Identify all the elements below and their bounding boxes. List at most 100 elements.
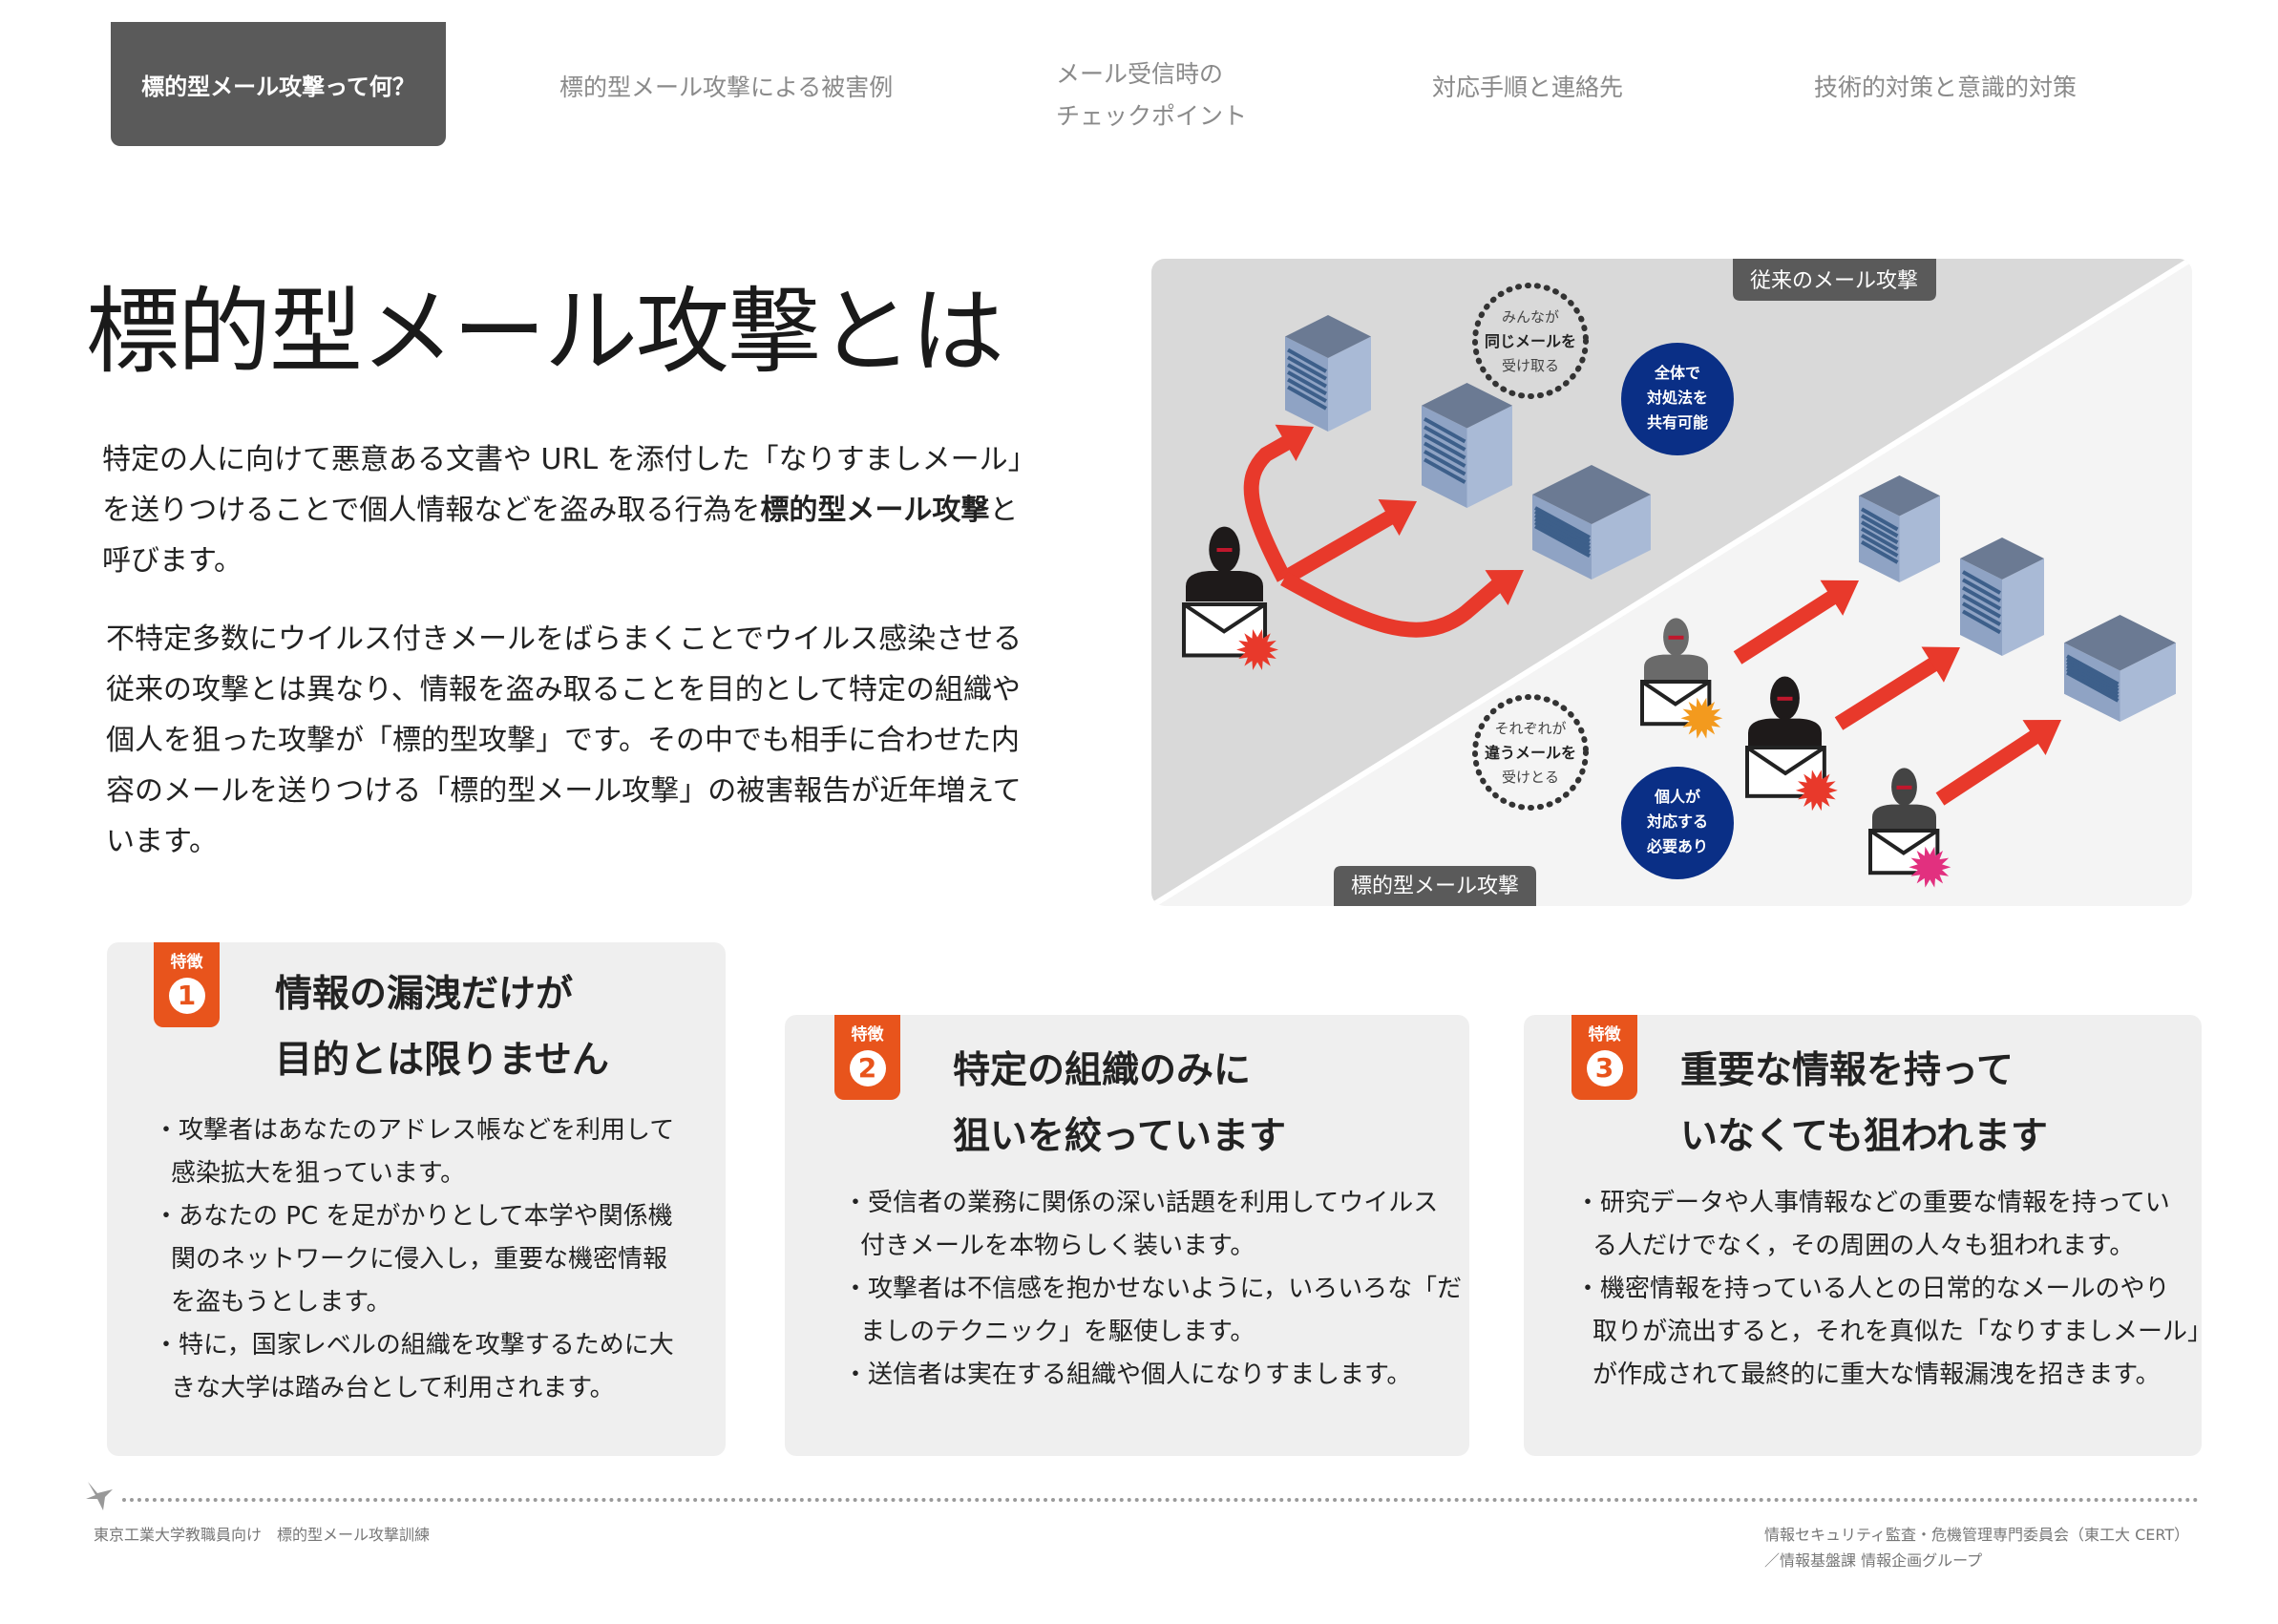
nav-tab-damage-examples[interactable]: 標的型メール攻撃による被害例 — [559, 74, 894, 101]
blue-circle — [1621, 343, 1734, 455]
building-window-stripe — [1424, 450, 1466, 476]
attacker-body — [1748, 718, 1822, 748]
arrow-head — [1485, 570, 1524, 605]
building-window-stripe — [1534, 513, 1591, 547]
badge-number: 2 — [849, 1050, 886, 1086]
nav-tab-checkpoints-line2: チェックポイント — [1056, 102, 1248, 130]
feature-title-line: 狙いを絞っています — [953, 1115, 1287, 1158]
circle-text: 対応する — [1646, 812, 1708, 831]
bullet-line: ・攻撃者は不信感を抱かせないように，いろいろな「だ — [843, 1275, 1463, 1303]
bullet-line: 関のネットワークに侵入し，重要な機密情報 — [171, 1245, 668, 1274]
building-window-stripe — [1287, 385, 1327, 411]
building-window-stripe — [2066, 667, 2120, 700]
nav-tab-countermeasures[interactable]: 技術的対策と意識的対策 — [1814, 74, 2078, 101]
building-side — [2002, 559, 2044, 656]
nav-tab-checkpoints[interactable]: メール受信時のチェックポイント — [1056, 53, 1247, 137]
text-line: 呼びます。 — [102, 536, 1037, 586]
building-roof — [1422, 383, 1512, 429]
text-line: 従来の攻撃とは異なり、情報を盗み取ることを目的として特定の組織や — [106, 673, 1021, 707]
building-window-stripe — [1534, 506, 1591, 539]
attacker-body — [1644, 654, 1708, 680]
text: 呼びます。 — [102, 544, 243, 578]
building-window-stripe — [1287, 348, 1327, 373]
footer-right-line2: ／情報基盤課 情報企画グループ — [1764, 1551, 1983, 1570]
bullet-line: ・機密情報を持っている人との日常的なメールのやり — [1575, 1275, 2170, 1303]
arrow-line — [1243, 432, 1298, 582]
dotted-bubble — [1472, 283, 1589, 399]
building-window-stripe — [1424, 457, 1466, 484]
bullet-line: を盗もうとします。 — [171, 1288, 391, 1317]
bullet-line: 感染拡大を狙っています。 — [171, 1159, 466, 1188]
building-window-stripe — [2066, 670, 2120, 703]
virus-icon — [1680, 697, 1723, 739]
footer-left: 東京工業大学教職員向け 標的型メール攻撃訓練 — [94, 1526, 431, 1544]
bullet-item: ・研究データや人事情報などの重要な情報を持っている人だけでなく，その周囲の人々も… — [1575, 1182, 2212, 1268]
building-window-stripe — [1962, 601, 2001, 626]
building-window-stripe — [1861, 527, 1899, 551]
attacker-body — [1186, 571, 1263, 601]
building-side — [1466, 405, 1512, 508]
text-line: います。 — [106, 825, 218, 858]
virus-icon — [1795, 770, 1838, 812]
feature-title-line: 重要な情報を持って — [1680, 1049, 2014, 1092]
building-roof — [1960, 538, 2044, 580]
bullet-item: ・受信者の業務に関係の深い話題を利用してウイルス付きメールを本物らしく装います。 — [843, 1182, 1462, 1268]
circle-text: 個人が — [1654, 788, 1700, 806]
bubble-text: 受けとる — [1502, 769, 1559, 786]
tag-targeted-bg — [1334, 866, 1536, 906]
envelope-flap — [1182, 602, 1267, 634]
nav-tab-response[interactable]: 対応手順と連絡先 — [1432, 74, 1624, 101]
building-window-stripe — [1534, 517, 1591, 551]
arrow-head — [1921, 646, 1960, 683]
building-window-stripe — [1424, 425, 1466, 452]
text-line: 不特定多数にウイルス付きメールをばらまくことでウイルス感染させる — [106, 622, 1023, 656]
bullet-line: 付きメールを本物らしく装います。 — [860, 1232, 1255, 1260]
building-window-stripe — [1861, 534, 1899, 558]
building-window-stripe — [1424, 433, 1466, 460]
building-side — [1592, 495, 1651, 580]
feature-bullets: ・研究データや人事情報などの重要な情報を持っている人だけでなく，その周囲の人々も… — [1575, 1182, 2212, 1397]
bubble-text: 同じメールを — [1485, 332, 1576, 350]
building-window-stripe — [1962, 594, 2001, 619]
virus-icon — [1236, 629, 1279, 670]
building-window-stripe — [1861, 507, 1899, 532]
bullet-item: ・特に，国家レベルの組織を攻撃するために大きな大学は踏み台として利用されます。 — [154, 1324, 674, 1410]
feature-bullets: ・攻撃者はあなたのアドレス帳などを利用して感染拡大を狙っています。・あなたの P… — [154, 1109, 674, 1410]
virus-icon — [1909, 846, 1951, 888]
building-window-stripe — [1861, 520, 1899, 545]
bubble-text: 受け取る — [1502, 357, 1559, 374]
arrow-line — [1733, 587, 1843, 664]
envelope-flap — [1745, 746, 1825, 776]
attacker-body — [1872, 804, 1936, 830]
badge-label: 特徴 — [170, 953, 203, 972]
bullet-line: が作成されて最終的に重大な情報漏洩を招きます。 — [1592, 1360, 2161, 1389]
feature-title: 特定の組織のみに狙いを絞っています — [953, 1038, 1286, 1170]
attacker-eyes — [1777, 696, 1793, 701]
feature-title: 重要な情報を持っていなくても狙われます — [1680, 1038, 2048, 1170]
text-line: 個人を狙った攻撃が「標的型攻撃」です。その中でも相手に合わせた内 — [106, 724, 1020, 757]
building-window-stripe — [1287, 355, 1327, 381]
nav-tab-what-is[interactable]: 標的型メール攻撃って何？ — [111, 22, 446, 146]
building-roof — [2064, 615, 2176, 671]
arrow-line — [1935, 727, 2045, 806]
building-roof — [1859, 475, 1940, 517]
feature-title-line: 目的とは限りません — [275, 1039, 609, 1082]
dotted-bubble — [1472, 694, 1589, 811]
bird-logo-icon — [86, 1482, 113, 1510]
feature-title-line: 情報の漏洩だけが — [275, 973, 574, 1016]
divider — [1151, 259, 2192, 906]
page-title: 標的型メール攻撃とは — [86, 278, 1004, 387]
bullet-item: ・機密情報を持っている人との日常的なメールのやり取りが流出すると，それを真似た「… — [1575, 1268, 2212, 1397]
footer-right-line1: 情報セキュリティ監査・危機管理専門委員会（東工大 CERT） — [1764, 1526, 2190, 1544]
bullet-line: る人だけでなく，その周囲の人々も狙われます。 — [1592, 1232, 2135, 1260]
building-side — [1328, 336, 1371, 432]
text-line: を送りつけることで個人情報などを盗み取る行為を標的型メール攻撃と — [102, 485, 1037, 536]
bullet-line: きな大学は踏み台として利用されます。 — [171, 1374, 615, 1403]
text-line: 特定の人に向けて悪意ある文書や URL を添付した「なりすましメール」 — [102, 434, 1037, 485]
building-window-stripe — [2066, 657, 2120, 689]
building-window-stripe — [1287, 377, 1327, 403]
circle-text: 対処法を — [1646, 389, 1708, 407]
